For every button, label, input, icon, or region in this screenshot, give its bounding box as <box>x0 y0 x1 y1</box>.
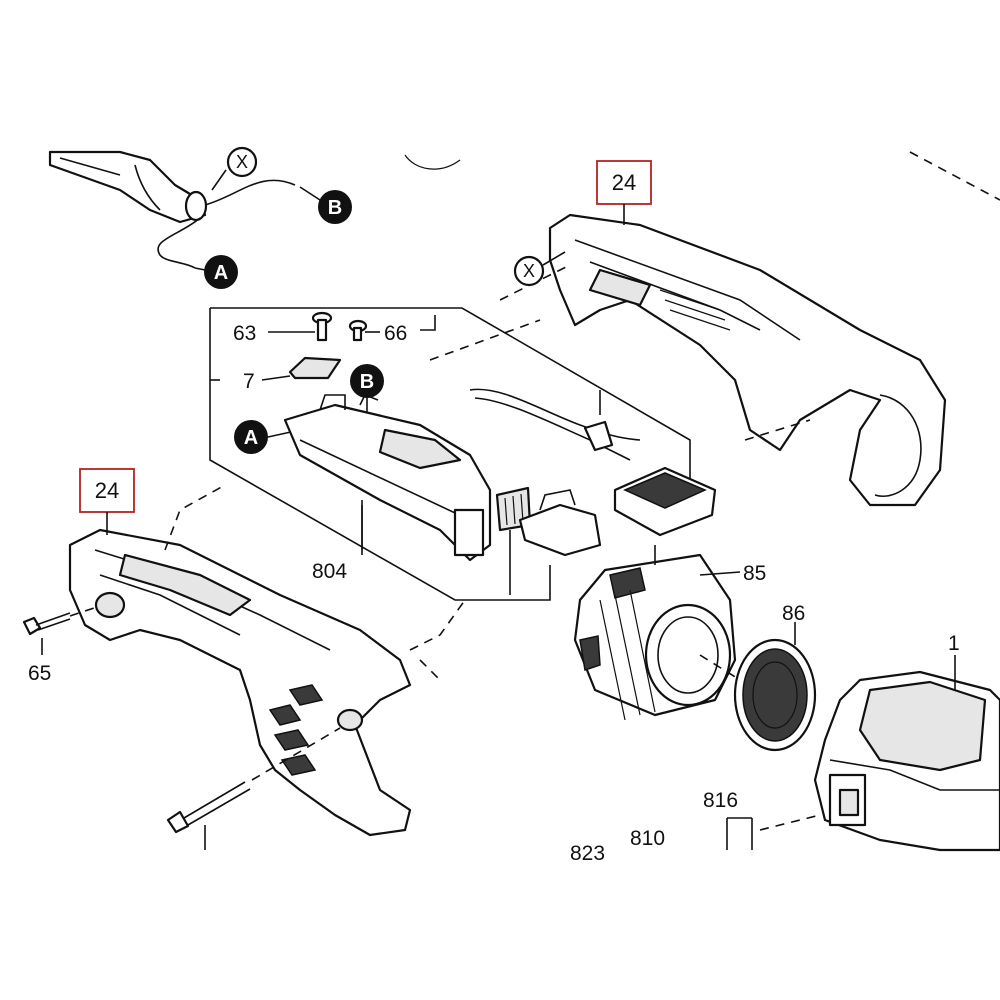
housing-half-left <box>68 484 466 837</box>
label-816-group: 816 <box>703 789 821 850</box>
callout-a-mid: A <box>234 420 301 454</box>
screw-63: 63 <box>233 311 333 345</box>
motor-housing-1: 1 <box>813 632 1000 852</box>
label-85: 85 <box>743 562 766 585</box>
label-24-left: 24 <box>95 478 119 503</box>
stator-85: 85 <box>573 545 766 721</box>
callout-b-mid: B <box>350 364 384 412</box>
callout-x-housing-text: X <box>523 261 535 281</box>
brush-holder <box>518 489 602 557</box>
switch-804: 804 <box>283 393 492 583</box>
label-65: 65 <box>28 662 51 685</box>
label-86: 86 <box>782 602 805 625</box>
label-24-top: 24 <box>612 170 636 195</box>
label-24-top-group: 24 <box>596 160 652 225</box>
electronic-module <box>613 466 717 537</box>
housing-half-top <box>429 213 947 507</box>
callout-x-housing: X <box>513 251 566 287</box>
filter-screen-86: 86 <box>699 602 817 752</box>
callout-a-top: A <box>194 255 238 289</box>
long-screw <box>166 727 341 850</box>
callout-b-mid-text: B <box>360 371 374 393</box>
label-7: 7 <box>243 370 255 393</box>
screw-65: 65 <box>22 605 101 685</box>
callout-b-top-text: B <box>328 197 342 219</box>
power-cord <box>48 150 461 269</box>
callout-a-mid-text: A <box>244 427 258 449</box>
label-810: 810 <box>630 827 665 850</box>
callout-a-top-text: A <box>214 262 228 284</box>
label-24-left-group: 24 <box>79 468 135 535</box>
label-823: 823 <box>570 842 605 865</box>
clamp-plate-7: 7 <box>243 356 342 393</box>
label-63: 63 <box>233 322 256 345</box>
wire-lead <box>469 388 641 461</box>
label-1: 1 <box>948 632 960 655</box>
callout-b-top: B <box>299 186 352 224</box>
callout-x-top-text: X <box>236 152 248 172</box>
screw-66: 66 <box>348 319 407 345</box>
label-66: 66 <box>384 322 407 345</box>
label-816: 816 <box>703 789 738 812</box>
label-804: 804 <box>312 560 347 583</box>
callout-x-top: X <box>211 146 258 191</box>
axis-line-top-right <box>909 151 1000 201</box>
